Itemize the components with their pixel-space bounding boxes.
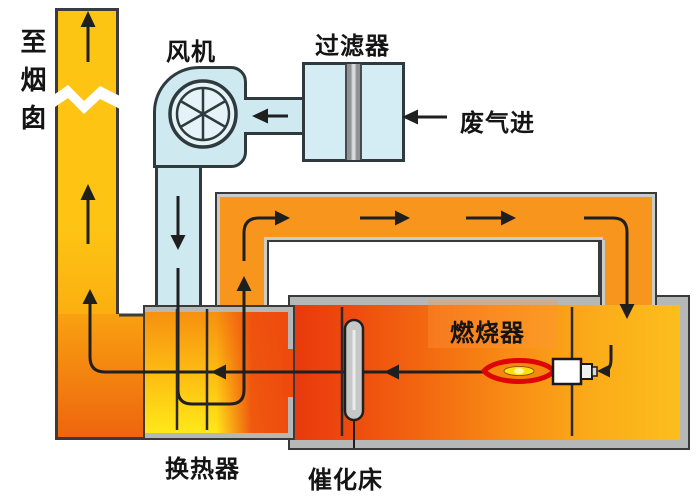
label-catalytic-bed: 催化床 bbox=[308, 467, 383, 494]
label-to-chimney: 至烟囱 bbox=[17, 28, 47, 142]
chimney-duct bbox=[55, 8, 119, 314]
fan-inlet-duct bbox=[244, 97, 305, 135]
chamber-inlet-duct bbox=[600, 240, 657, 305]
filter-element bbox=[345, 64, 362, 160]
label-fan: 风机 bbox=[166, 39, 216, 66]
label-heat-exchanger: 换热器 bbox=[165, 456, 240, 483]
chimney-duct-base-box bbox=[55, 314, 143, 440]
fan-down-duct bbox=[155, 166, 202, 307]
label-filter: 过滤器 bbox=[315, 33, 390, 60]
label-burner: 燃烧器 bbox=[450, 320, 525, 347]
heat-exchanger-box bbox=[143, 305, 295, 440]
fan-housing bbox=[153, 66, 247, 168]
label-waste-gas-in: 废气进 bbox=[460, 110, 535, 137]
